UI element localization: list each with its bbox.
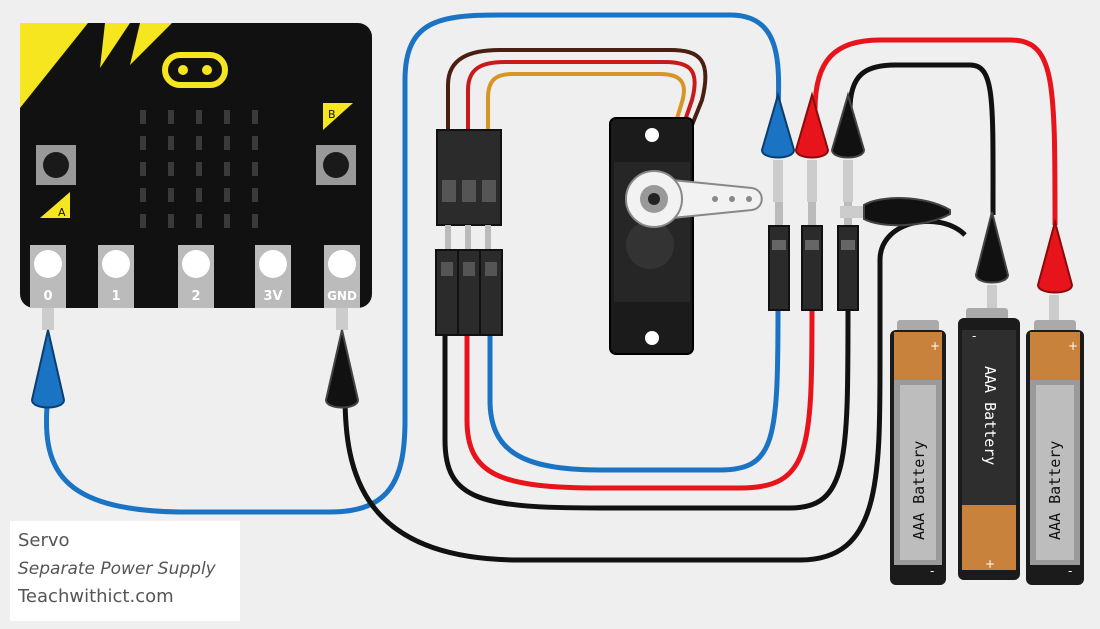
- led: [196, 110, 202, 124]
- led: [252, 162, 258, 176]
- led-matrix: [140, 110, 258, 228]
- black-wire-gnd-to-clip: [342, 218, 967, 563]
- led: [252, 214, 258, 228]
- caption-box: Servo Separate Power Supply Teachwithict…: [10, 521, 240, 621]
- battery-1-plus: +: [930, 339, 940, 353]
- led: [224, 162, 230, 176]
- pin-3v[interactable]: [255, 245, 291, 308]
- led: [252, 136, 258, 150]
- pin-label-2: 2: [191, 289, 200, 304]
- servo-horn[interactable]: [625, 170, 763, 228]
- led: [140, 136, 146, 150]
- pin-label-3v: 3V: [263, 289, 282, 304]
- led: [252, 110, 258, 124]
- black-clip-gnd[interactable]: [324, 308, 360, 409]
- pin-0[interactable]: [30, 245, 66, 308]
- led: [140, 188, 146, 202]
- battery-2-label: AAA Battery: [981, 366, 999, 465]
- black-clip-side[interactable]: [840, 197, 951, 227]
- led: [168, 136, 174, 150]
- battery-3-minus: -: [1068, 564, 1072, 578]
- jumper-pin-red[interactable]: [801, 200, 823, 311]
- battery-1-minus: -: [930, 564, 934, 578]
- pin-label-gnd: GND: [327, 289, 357, 303]
- black-wire-clip-to-battery: [847, 62, 996, 216]
- led: [140, 110, 146, 124]
- pin-label-1: 1: [111, 289, 120, 304]
- black-clip-battery[interactable]: [974, 211, 1010, 320]
- led: [224, 188, 230, 202]
- battery-1-label: AAA Battery: [910, 441, 928, 540]
- red-clip-battery[interactable]: [1036, 218, 1074, 323]
- led: [168, 162, 174, 176]
- pin-gnd[interactable]: [324, 245, 360, 308]
- led: [196, 136, 202, 150]
- led: [196, 214, 202, 228]
- led: [168, 214, 174, 228]
- jumper-pin-blue[interactable]: [768, 200, 790, 311]
- led: [224, 136, 230, 150]
- servo-brown-wire: [446, 48, 708, 136]
- led: [252, 188, 258, 202]
- battery-2-plus: +: [985, 557, 995, 571]
- servo-connector-top[interactable]: [436, 129, 502, 250]
- pin-2[interactable]: [178, 245, 214, 308]
- battery-1: + - AAA Battery: [890, 320, 946, 585]
- led: [140, 162, 146, 176]
- led: [196, 162, 202, 176]
- pin-1[interactable]: [98, 245, 134, 308]
- battery-3: + - AAA Battery: [1026, 320, 1084, 585]
- microbit-logo-icon: [162, 52, 228, 88]
- button-a-label: A: [58, 206, 66, 219]
- black-clip-top[interactable]: [830, 91, 866, 202]
- battery-2: - + AAA Battery: [958, 308, 1020, 580]
- led: [224, 214, 230, 228]
- led: [196, 188, 202, 202]
- blue-clip-pin0[interactable]: [30, 308, 66, 409]
- blue-clip-top[interactable]: [760, 91, 796, 202]
- caption-subtitle: Separate Power Supply: [18, 559, 216, 579]
- led: [140, 214, 146, 228]
- servo-motor: [609, 117, 763, 355]
- battery-3-plus: +: [1068, 339, 1078, 353]
- servo-orange-wire: [486, 72, 686, 136]
- led: [224, 110, 230, 124]
- red-wire-servo-to-pin: [464, 309, 815, 491]
- battery-2-minus: -: [972, 329, 976, 343]
- pin-label-0: 0: [43, 289, 52, 304]
- led: [168, 110, 174, 124]
- red-clip-top[interactable]: [794, 91, 830, 202]
- led: [168, 188, 174, 202]
- battery-3-label: AAA Battery: [1046, 441, 1064, 540]
- button-b-label: B: [328, 108, 336, 121]
- servo-connector-bottom[interactable]: [435, 249, 503, 336]
- blue-wire-servo-to-pin: [487, 309, 781, 473]
- blue-wire-pin0-to-clip: [43, 12, 782, 515]
- red-wire-clip-to-battery: [812, 37, 1058, 226]
- servo-red-wire: [466, 60, 697, 136]
- black-wire-servo-to-pin: [442, 309, 851, 511]
- caption-site: Teachwithict.com: [18, 586, 174, 607]
- microbit-board: A B 0 1 2 3V: [20, 23, 372, 308]
- caption-title: Servo: [18, 530, 70, 551]
- button-b[interactable]: [316, 145, 356, 185]
- button-a[interactable]: [36, 145, 76, 185]
